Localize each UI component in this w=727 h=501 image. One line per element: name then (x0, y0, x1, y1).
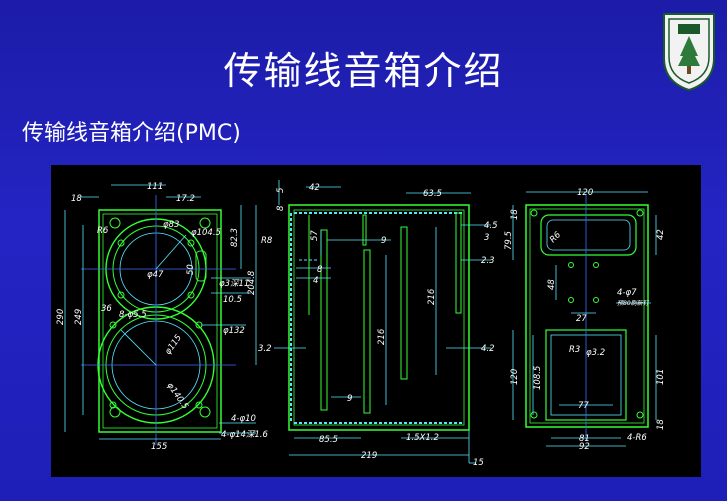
slide-subtitle: 传输线音箱介绍(PMC) (22, 121, 241, 146)
dim-label: φ3深11 (219, 278, 249, 289)
slide-title: 传输线音箱介绍 (223, 49, 504, 93)
dim-label: 204.8 (247, 270, 257, 295)
dim-label: 216 (427, 288, 437, 305)
speaker-cad-drawing: 111 17.2 18 R6 φ83 φ104.5 82.3 φ47 50 φ3… (51, 165, 701, 477)
dim-label: 50 (186, 264, 196, 275)
dim-label: 111 (147, 182, 163, 192)
dim-label: φ115 (163, 333, 184, 357)
dim-label: 8 (317, 265, 323, 275)
dim-label: 79.5 (504, 231, 514, 250)
dim-label: 4-φ14深1.6 (221, 429, 269, 440)
front-view (64, 184, 257, 445)
dim-label: 48 (547, 279, 557, 290)
dim-label: 18 (656, 419, 666, 430)
dim-label: φ83 (163, 220, 179, 230)
dim-label: 15 (473, 458, 484, 468)
dim-label: φ3.2 (586, 348, 605, 358)
dim-label: 2.3 (481, 256, 495, 266)
dim-label: 18 (71, 194, 82, 204)
dim-label: 82.3 (230, 228, 240, 247)
dim-label: φ47 (147, 270, 164, 280)
dim-label: 4-φ10 (231, 414, 256, 424)
dim-label: 8 (276, 205, 286, 211)
dim-label: 36 (101, 304, 112, 314)
dim-label: 249 (74, 309, 84, 325)
dim-label: 4-φ7 (617, 288, 637, 298)
dim-label: R6 (97, 226, 109, 236)
dim-label: 18 (510, 209, 520, 220)
dim-label: 4 (313, 276, 318, 286)
dim-label: φ140.5 (165, 381, 190, 411)
dim-label: R3 (569, 345, 580, 355)
dim-label: 77 (578, 401, 589, 411)
dim-label: 290 (56, 309, 66, 325)
dim-label: 27 (576, 314, 587, 324)
dim-label: 42 (309, 183, 320, 193)
dim-label: 3.2 (258, 344, 272, 354)
dim-label: 17.2 (176, 194, 195, 204)
dim-label: 4.5 (484, 221, 498, 231)
dim-label: 3 (484, 233, 489, 243)
dim-label: 108.5 (533, 366, 543, 390)
dim-label: 120 (510, 369, 520, 385)
back-view (512, 191, 657, 447)
dim-label: 10.5 (223, 295, 242, 305)
dim-label: 57 (310, 230, 320, 241)
dim-label: 1.5X1.2 (406, 433, 439, 443)
side-view-labels: 5 8 42 63.5 R8 57 9 4.5 3 8 4 2.3 216 21… (258, 183, 498, 468)
dim-label: 5 (276, 188, 286, 193)
dim-label: 8-φ5.5 (119, 310, 147, 320)
dim-label: 9 (381, 236, 386, 246)
dim-label: 92 (579, 442, 590, 452)
side-view (274, 180, 491, 464)
university-logo (660, 8, 718, 92)
dim-label: 216 (377, 328, 387, 345)
dim-label: 85.5 (319, 435, 338, 445)
dim-label: 219 (361, 451, 377, 461)
dim-label: R6 (548, 230, 563, 245)
dim-label: R8 (261, 236, 273, 246)
dim-label: 9 (347, 394, 352, 404)
dim-label: 101 (656, 369, 666, 385)
dim-label: φ132 (223, 326, 245, 336)
dim-label: 4.2 (481, 344, 495, 354)
dim-label: 120 (577, 188, 593, 198)
front-view-labels: 111 17.2 18 R6 φ83 φ104.5 82.3 φ47 50 φ3… (56, 182, 269, 452)
dim-label: 155 (151, 442, 167, 452)
dim-label: 42 (656, 229, 666, 240)
dim-label: 63.5 (423, 189, 442, 199)
dim-label: 预80刷新钉 (617, 299, 650, 307)
dim-label: 81 (579, 434, 590, 444)
dim-label: φ104.5 (191, 228, 221, 238)
dim-label: 4-R6 (627, 433, 647, 443)
